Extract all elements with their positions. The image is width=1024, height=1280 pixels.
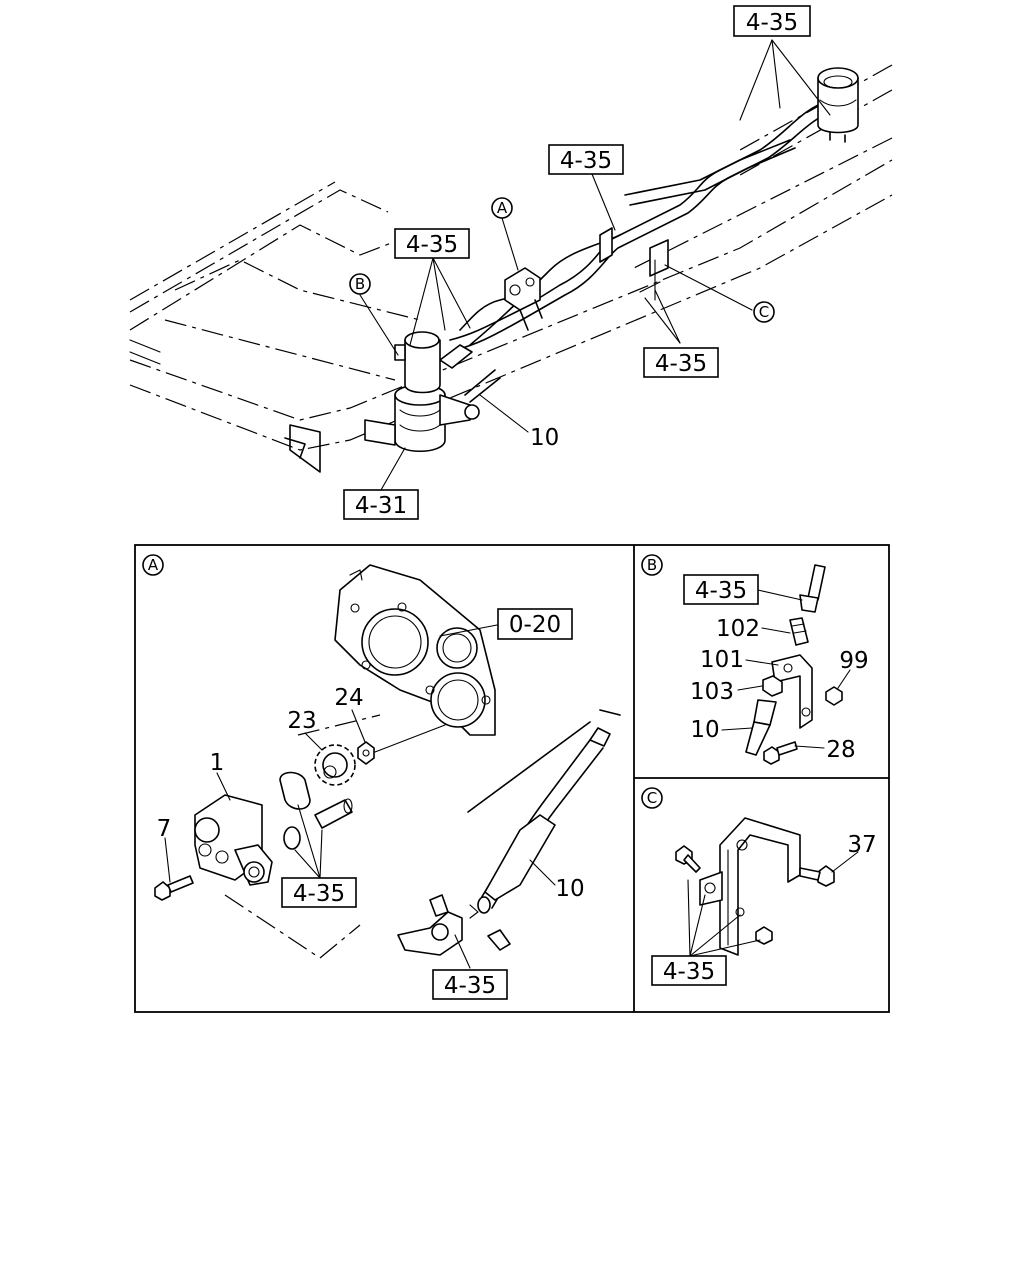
part-label-a-23: 23 [287,708,316,734]
hose-10 [397,709,621,956]
svg-text:C: C [647,789,657,807]
svg-text:C: C [759,303,769,321]
svg-text:B: B [355,275,365,293]
part-label-a-7: 7 [157,816,172,842]
nut-c-bottom [755,926,773,945]
ref-box-a-3: 4-35 [432,969,508,1000]
gasket-plate [334,564,496,736]
bolt-c-left [675,845,701,873]
nut-103 [762,675,783,697]
view-marker-b: B [349,273,371,295]
bracket-c-detail [699,817,801,956]
part-label-b-10: 10 [690,717,719,743]
svg-text:4-35: 4-35 [560,148,612,174]
ref-box-main-3: 4-35 [394,228,470,259]
svg-text:4-35: 4-35 [663,959,715,985]
detail-a-panel: A [142,554,621,1000]
part-label-b-99: 99 [839,648,868,674]
part-label-b-101: 101 [700,647,744,673]
centerline-a2 [297,714,381,736]
part-label-b-28: 28 [826,737,855,763]
main-assembly-view: 4-35 4-35 4-35 4-35 4-31 10 A B C [129,5,893,520]
bolt-7 [154,875,194,901]
ref-box-main-2: 4-35 [548,144,624,175]
view-marker-c: C [753,301,775,323]
svg-text:4-35: 4-35 [444,973,496,999]
ref-box-a-2: 4-35 [281,877,357,908]
detail-b-badge: B [641,554,663,576]
svg-text:4-31: 4-31 [355,493,407,519]
detail-a-badge: A [142,554,164,576]
pipe-end [799,564,826,613]
detail-c-badge: C [641,787,663,809]
part-label-c-37: 37 [847,832,876,858]
chassis-frame [129,64,893,473]
ref-box-main-4: 4-35 [643,347,719,378]
bolt-37 [799,865,835,887]
svg-text:4-35: 4-35 [655,351,707,377]
hose-b-10 [745,699,777,756]
detail-panels-frame [134,544,890,1013]
part-label-a-10: 10 [555,876,584,902]
main-leader-lines [359,39,831,491]
ref-box-c-1: 4-35 [651,955,727,986]
nut-99 [825,686,843,706]
o-ring [283,826,301,850]
svg-text:0-20: 0-20 [509,612,561,638]
cover-disk [279,771,311,810]
ref-box-a-0-20: 0-20 [497,608,573,640]
sprocket-gear [314,744,356,786]
svg-text:A: A [148,556,159,574]
shaft-sleeve [314,798,353,829]
brake-pipes [449,99,836,351]
svg-text:4-35: 4-35 [406,232,458,258]
detail-c-panel: C [641,787,877,986]
fitting-102 [789,617,809,646]
detail-a-leaders [164,624,556,969]
valve-a [504,267,543,331]
ref-box-main-5: 4-31 [343,489,419,520]
pump-body [194,794,273,886]
svg-text:A: A [497,199,508,217]
svg-text:4-35: 4-35 [746,10,798,36]
bolt-28 [763,741,798,765]
detail-b-leaders [721,589,851,749]
reservoir-tank [817,67,859,143]
ref-box-main-1: 4-35 [733,5,811,37]
svg-text:4-35: 4-35 [293,881,345,907]
part-label-a-24: 24 [334,685,363,711]
view-marker-a: A [491,197,513,219]
svg-text:B: B [647,556,657,574]
part-label-b-102: 102 [716,616,760,642]
svg-text:4-35: 4-35 [695,578,747,604]
nut-24 [357,741,375,765]
detail-b-panel: B [641,554,869,765]
detail-c-leaders [687,851,859,957]
part-label-b-103: 103 [690,679,734,705]
master-cylinder [364,331,501,452]
bracket-c [599,227,669,301]
part-label-a-1: 1 [210,750,225,776]
part-label-main-10: 10 [530,425,559,451]
ref-box-b-1: 4-35 [683,574,759,605]
